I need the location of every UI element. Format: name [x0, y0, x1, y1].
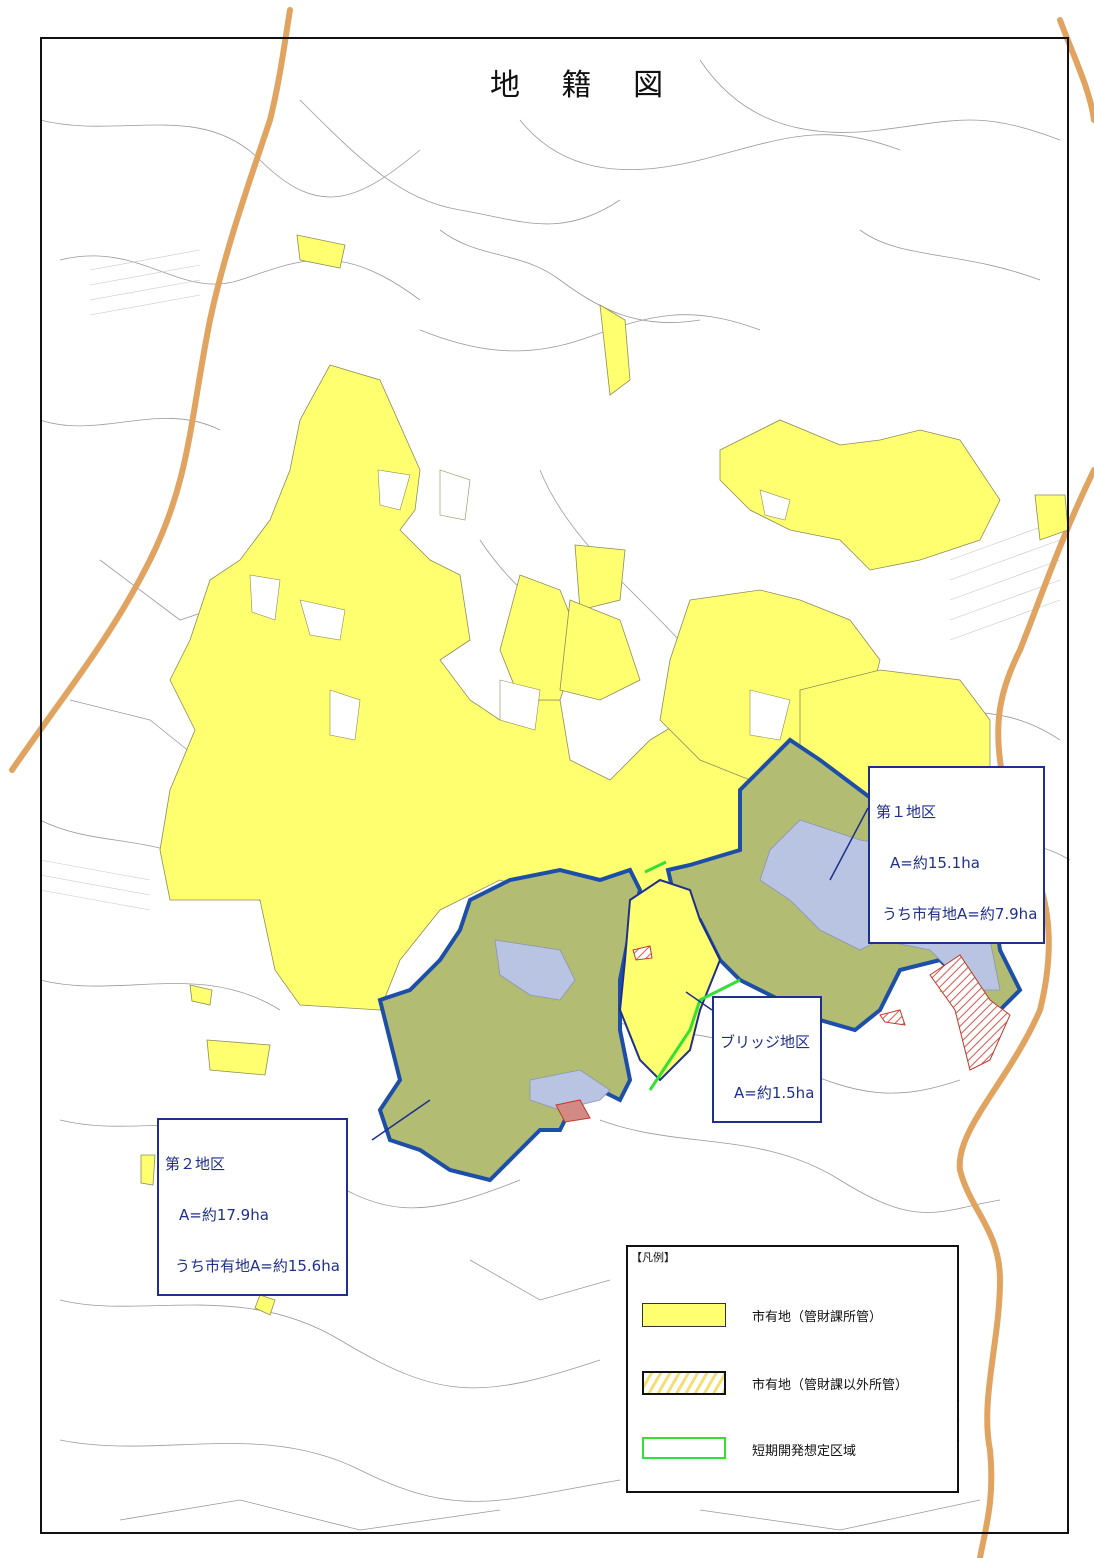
callout-bridge-district: ブリッジ地区 A=約1.5ha [712, 996, 823, 1123]
district-1-city-land: うち市有地A=約7.9ha [882, 905, 1038, 923]
legend-label: 短期開発想定区域 [752, 1444, 857, 1459]
callout-district-2: 第２地区 A=約17.9ha うち市有地A=約15.6ha [157, 1118, 348, 1296]
legend-title: 【凡例】 [631, 1251, 675, 1264]
legend-label: 市有地（管財課以外所管） [752, 1378, 909, 1393]
district-2 [377, 867, 643, 1183]
non-city-parcels [249, 469, 791, 741]
district-2-name: 第２地区 [165, 1155, 226, 1173]
district-2-city-land: うち市有地A=約15.6ha [175, 1257, 340, 1275]
hatched-swatch-icon [642, 1371, 726, 1395]
yellow-swatch-icon [642, 1303, 726, 1327]
district-1-name: 第１地区 [876, 803, 937, 821]
map-title: 地 籍 図 [490, 68, 680, 103]
city-land-parcels [140, 234, 1069, 1316]
bridge-district-area: A=約1.5ha [734, 1084, 815, 1102]
bridge-district [618, 878, 722, 1082]
district-2-area: A=約17.9ha [179, 1206, 269, 1224]
map-legend: 【凡例】 市有地（管財課所管） 市有地（管財課以外所管） 短期開発想定区域 [626, 1245, 959, 1493]
road-network [9, 7, 1094, 1558]
callout-district-1: 第１地区 A=約15.1ha うち市有地A=約7.9ha [868, 766, 1046, 944]
green-outline-swatch-icon [642, 1437, 726, 1459]
map-frame [40, 37, 1069, 1534]
bridge-district-name: ブリッジ地区 [720, 1033, 811, 1051]
district-1-area: A=約15.1ha [890, 854, 980, 872]
callout-leaders [371, 807, 869, 1141]
legend-label: 市有地（管財課所管） [752, 1310, 883, 1325]
